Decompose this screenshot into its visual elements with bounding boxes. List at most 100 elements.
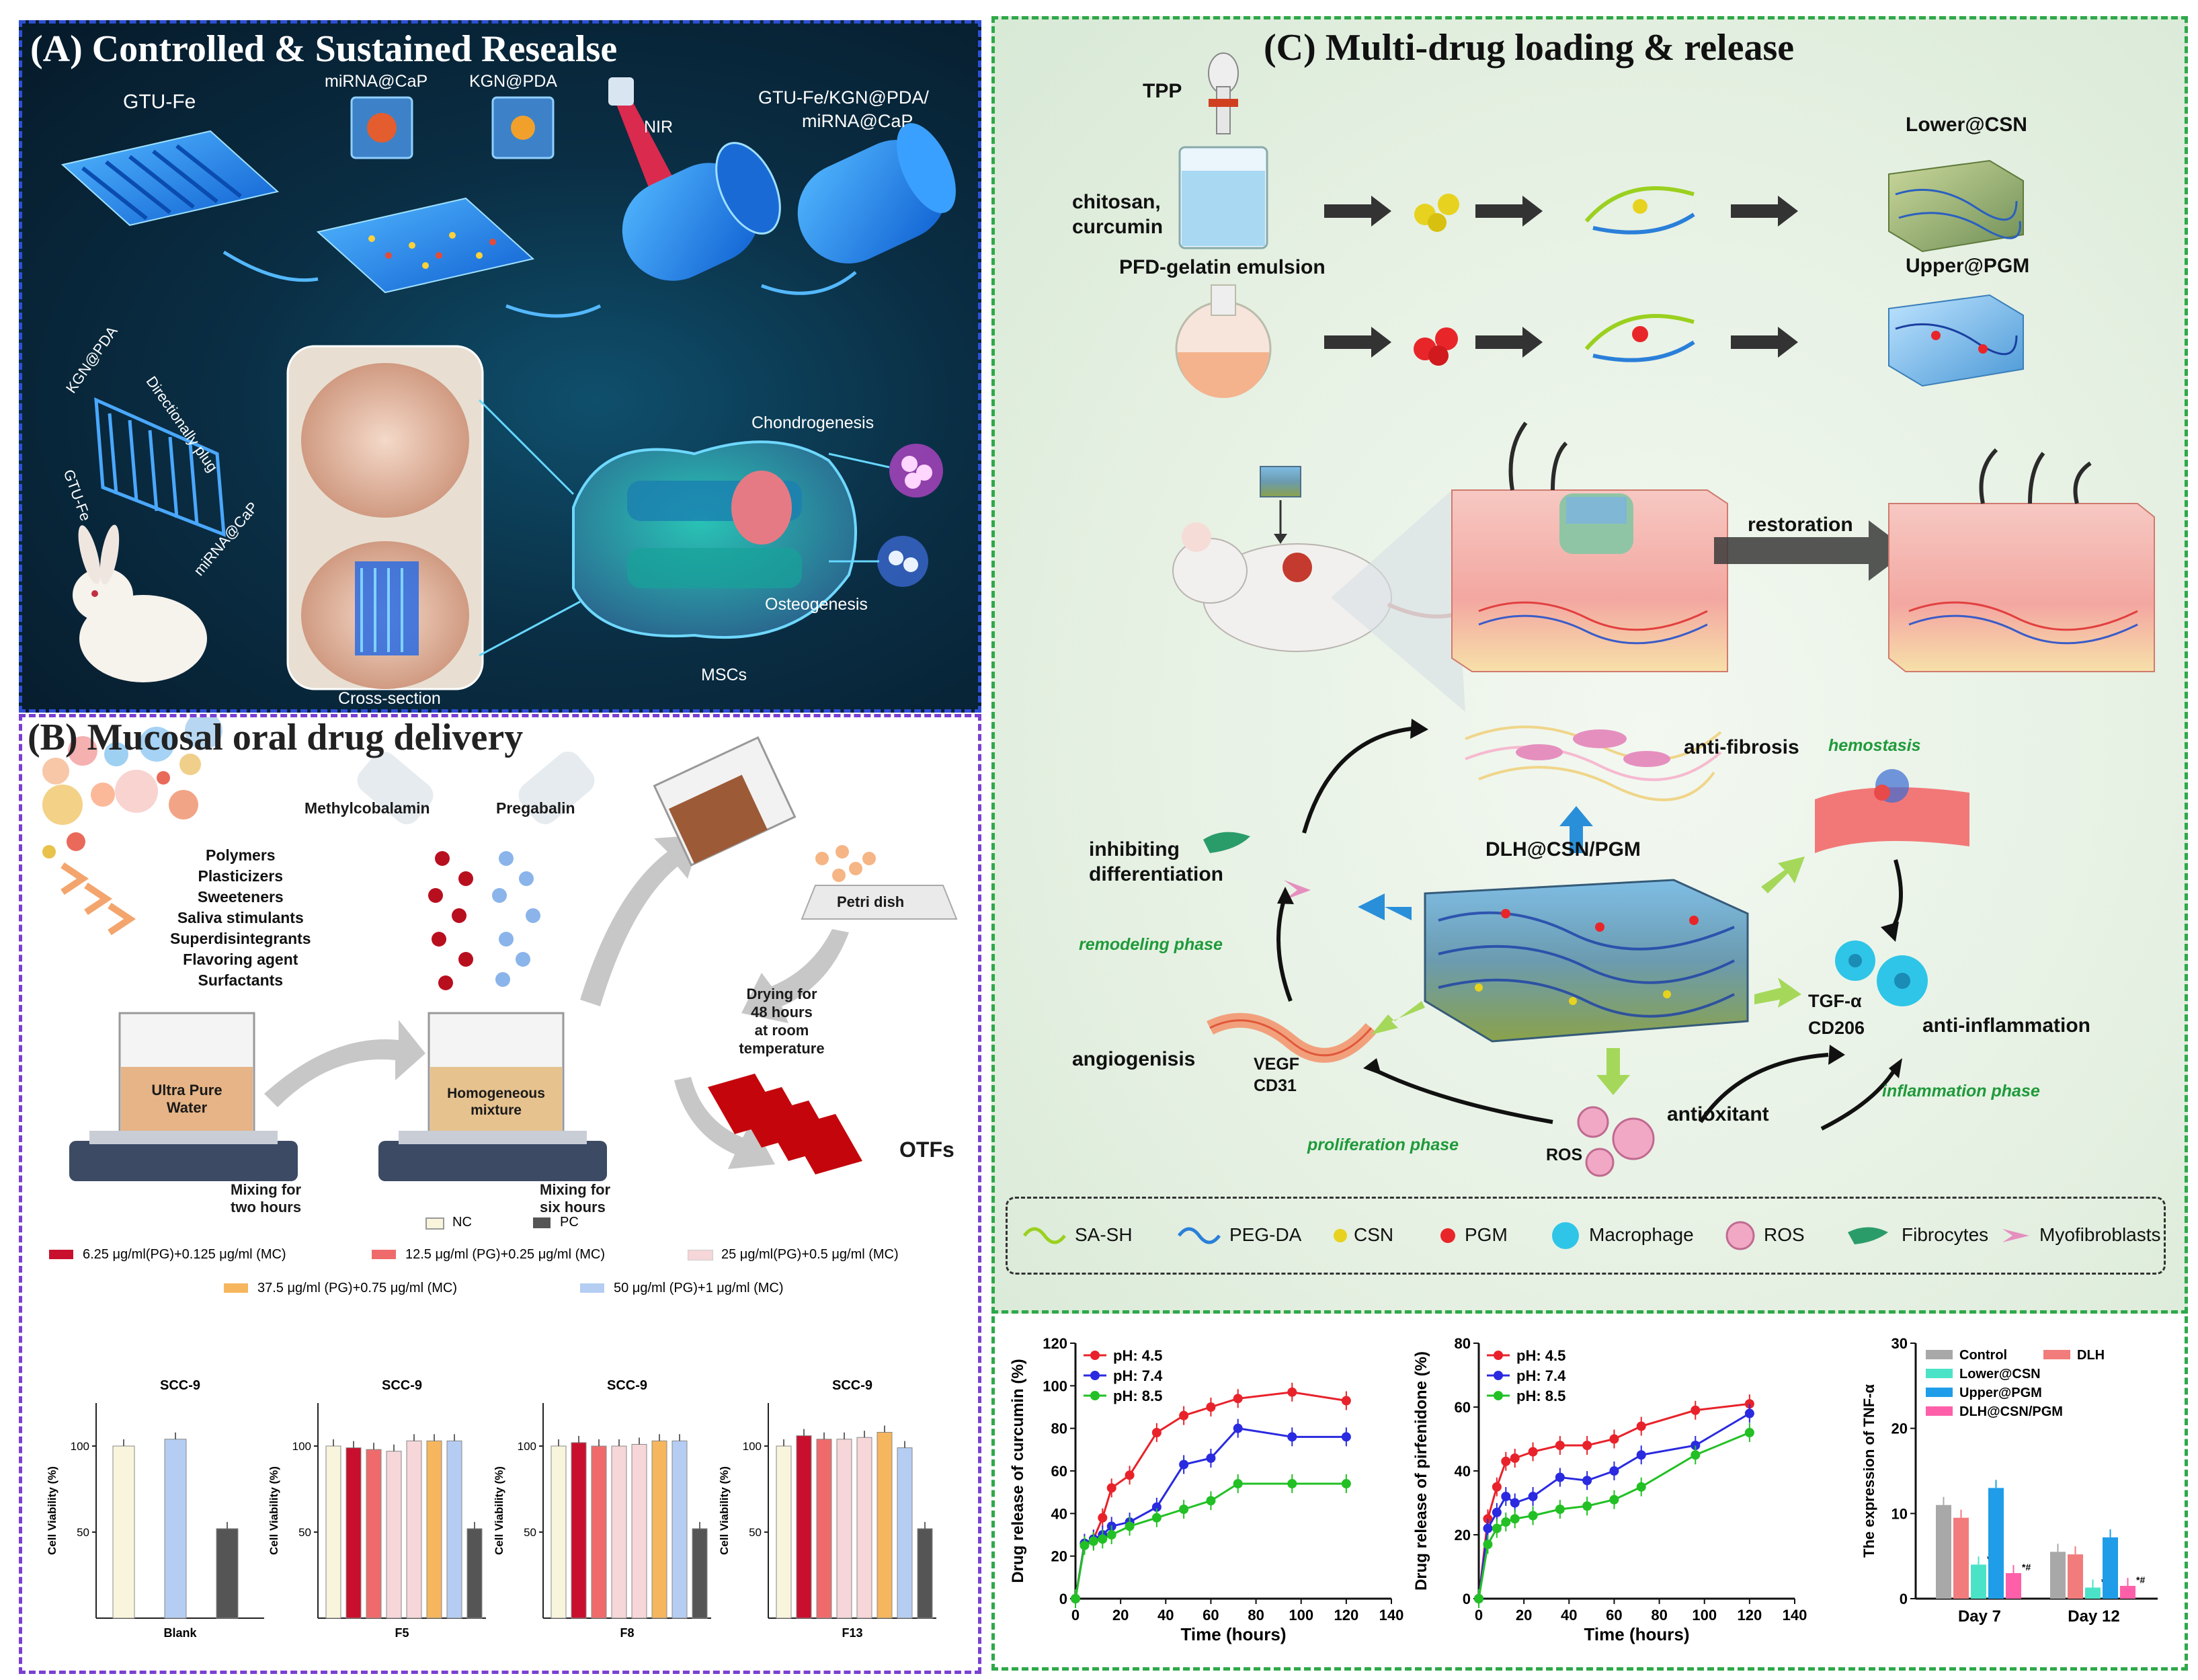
data-point xyxy=(1483,1523,1493,1533)
x-tick-label: 60 xyxy=(1203,1607,1219,1624)
legend-macrophage: Macrophage xyxy=(1589,1224,1694,1245)
label-cd31: CD31 xyxy=(1254,1076,1297,1095)
pregabalin-bottle-icon xyxy=(518,752,595,824)
methylcobalamin-bottle-icon xyxy=(357,752,434,824)
label-mixing-2h-line2: two hours xyxy=(231,1199,302,1215)
panel-b-title: (B) Mucosal oral drug delivery xyxy=(28,717,524,758)
final-scaffold-roll xyxy=(797,123,956,264)
blood-vessel-icon xyxy=(1207,1012,1377,1063)
label-proliferation-phase: proliferation phase xyxy=(1307,1135,1459,1154)
swatch xyxy=(224,1283,248,1293)
data-point xyxy=(1501,1517,1511,1527)
chart-title: SCC-9 xyxy=(607,1378,647,1393)
data-point xyxy=(1744,1399,1754,1409)
bar xyxy=(2006,1573,2021,1599)
label-cross-section: Cross-section xyxy=(338,689,441,708)
label-otfs: OTFs xyxy=(899,1137,954,1162)
bar xyxy=(2120,1586,2135,1599)
bar xyxy=(366,1449,382,1619)
x-tick-label: 100 xyxy=(1692,1607,1717,1624)
release-arrows xyxy=(1358,806,1805,1095)
label-kgn-pda: KGN@PDA xyxy=(469,72,557,91)
legend-ros: ROS xyxy=(1764,1224,1805,1245)
bar xyxy=(571,1442,587,1619)
legend-marker xyxy=(1090,1391,1100,1400)
legend-marker xyxy=(1494,1351,1503,1360)
connector-lines xyxy=(478,399,890,657)
ros-cells-icons xyxy=(1577,1106,1655,1177)
data-point xyxy=(1510,1498,1520,1508)
category-label: Day 12 xyxy=(2068,1607,2119,1626)
label-chondrogenesis: Chondrogenesis xyxy=(751,413,874,432)
lower-csn-hydrogel xyxy=(1888,159,2024,253)
y-tick-label: 50 xyxy=(524,1526,536,1539)
restoration-arrow xyxy=(1714,520,1909,581)
data-point xyxy=(1233,1394,1243,1404)
legend-label: NC xyxy=(452,1215,472,1230)
bar xyxy=(671,1440,688,1619)
label-product-line2: miRNA@CaP xyxy=(802,111,913,131)
ingredient-item: Polymers xyxy=(206,846,276,864)
data-point xyxy=(1474,1594,1483,1603)
otf-films xyxy=(708,1074,862,1174)
data-point xyxy=(1555,1472,1565,1482)
legend-label: Lower@CSN xyxy=(1959,1367,2041,1382)
data-point xyxy=(1106,1483,1116,1493)
hemostasis-vessel xyxy=(1815,769,1969,853)
pfd-flask-icon xyxy=(1175,284,1272,398)
x-axis-label: Time (hours) xyxy=(1584,1624,1690,1644)
process-arrows xyxy=(222,250,857,318)
knee-joint-illustration xyxy=(286,345,484,690)
arrow-heads xyxy=(1277,719,1902,1078)
panel-a: (A) Controlled & Sustained Resealse GTU-… xyxy=(19,20,981,713)
legend-label: 37.5 μg/ml (PG)+0.75 μg/ml (MC) xyxy=(257,1281,458,1295)
rabbit-illustration xyxy=(73,524,207,682)
significance-mark: *# xyxy=(2022,1562,2031,1572)
drying-line: at room xyxy=(754,1022,809,1039)
data-point xyxy=(1483,1539,1493,1550)
label-ros: ROS xyxy=(1546,1146,1583,1164)
label-upper-pgm: Upper@PGM xyxy=(1906,255,2030,277)
label-gtu-fe: GTU-Fe xyxy=(123,91,196,113)
y-tick-label: 60 xyxy=(1051,1463,1067,1480)
label-mscs: MSCs xyxy=(701,666,747,684)
label-methylcobalamin: Methylcobalamin xyxy=(304,799,430,817)
y-axis-label: Cell Viability (%) xyxy=(718,1466,731,1555)
bar xyxy=(345,1447,362,1619)
label-tgf: TGF-α xyxy=(1808,991,1862,1011)
data-point xyxy=(1636,1421,1646,1431)
wounded-skin-block xyxy=(1451,422,1728,672)
significance-mark: *# xyxy=(2136,1574,2145,1585)
x-tick-label: 0 xyxy=(1071,1607,1080,1624)
y-tick-label: 100 xyxy=(518,1440,536,1453)
petri-dish-icon xyxy=(801,885,958,920)
legend-label: pH: 4.5 xyxy=(1113,1347,1162,1364)
polymer-chain-pgm xyxy=(1584,314,1695,362)
bar xyxy=(1971,1564,1986,1599)
label-differentiation: differentiation xyxy=(1089,863,1223,885)
data-point xyxy=(1609,1494,1619,1505)
label-hemostasis: hemostasis xyxy=(1828,736,1921,755)
data-point xyxy=(1179,1410,1189,1421)
data-point xyxy=(1744,1408,1754,1418)
label-curcumin: curcumin xyxy=(1072,216,1164,238)
x-axis-label: Blank xyxy=(163,1626,197,1640)
legend-marker xyxy=(1494,1391,1503,1400)
label-chitosan: chitosan, xyxy=(1072,191,1161,213)
label-nir: NIR xyxy=(644,118,674,136)
data-point xyxy=(1179,1459,1189,1470)
bar xyxy=(796,1435,812,1619)
series-line xyxy=(1477,1402,1750,1599)
y-tick-label: 20 xyxy=(1455,1527,1471,1544)
label-tpp: TPP xyxy=(1143,80,1182,102)
bar xyxy=(1988,1488,2004,1599)
data-point xyxy=(1125,1521,1135,1531)
data-point xyxy=(1106,1530,1116,1539)
legend-label: 50 μg/ml (PG)+1 μg/ml (MC) xyxy=(614,1281,784,1295)
